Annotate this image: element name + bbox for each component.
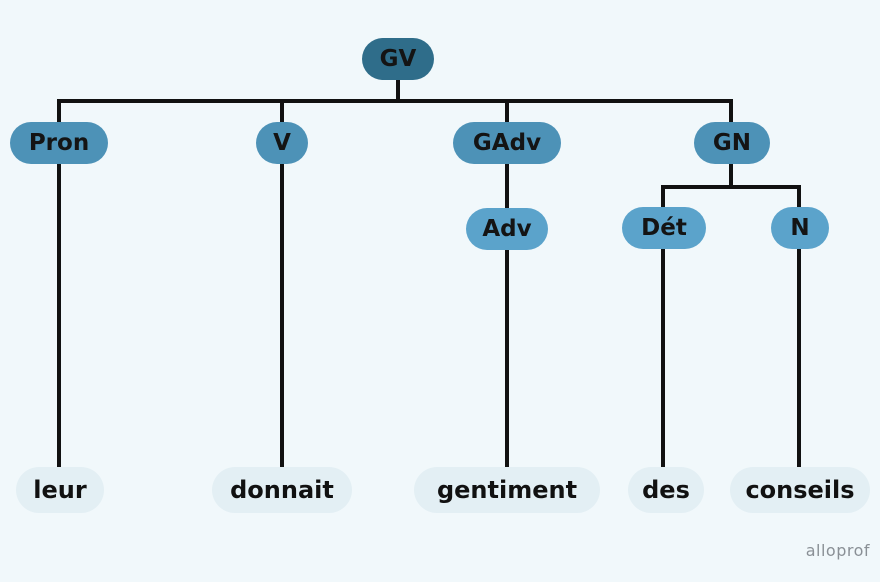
word-conseils: conseils: [730, 467, 870, 513]
node-det: Dét: [622, 207, 706, 249]
node-gn: GN: [694, 122, 770, 164]
alloprof-logo: alloprof: [805, 541, 870, 560]
node-v: V: [256, 122, 308, 164]
node-pron: Pron: [10, 122, 108, 164]
word-donnait: donnait: [212, 467, 352, 513]
word-des: des: [628, 467, 704, 513]
node-gadv: GAdv: [453, 122, 561, 164]
node-gv: GV: [362, 38, 434, 80]
node-adv: Adv: [466, 208, 548, 250]
word-leur: leur: [16, 467, 104, 513]
node-n: N: [771, 207, 829, 249]
word-gentiment: gentiment: [414, 467, 600, 513]
